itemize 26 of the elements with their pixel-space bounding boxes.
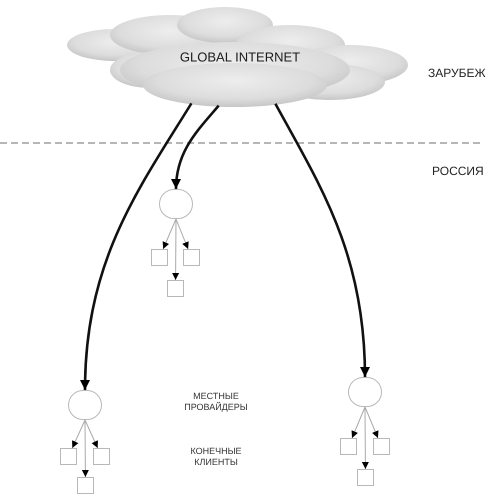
node-label: GLOBAL INTERNET [180, 50, 300, 64]
region-label: РОССИЯ [432, 164, 484, 178]
arrow [352, 406, 366, 438]
square-node [77, 477, 94, 494]
arrow [362, 406, 369, 470]
region-label: ЗАРУБЕЖ [428, 66, 486, 80]
arrow [84, 420, 98, 448]
square-node [183, 249, 200, 266]
arrow [274, 103, 370, 378]
square-node [373, 438, 390, 455]
tier-label: КОНЕЧНЫЕ КЛИЕНТЫ [189, 446, 243, 468]
arrow [171, 104, 220, 190]
square-node [167, 280, 184, 297]
arrow [80, 102, 192, 390]
arrow [176, 218, 189, 250]
square-node [151, 249, 168, 266]
arrow [172, 218, 180, 280]
square-node [93, 448, 110, 465]
arrow [82, 420, 89, 478]
square-node [357, 469, 374, 486]
arrow [72, 420, 86, 448]
tier-label: МЕСТНЫЕ ПРОВАЙДЕРЫ [183, 391, 249, 413]
arrow [364, 406, 378, 438]
arrow [162, 218, 176, 250]
square-node [60, 448, 77, 465]
square-node [340, 438, 357, 455]
